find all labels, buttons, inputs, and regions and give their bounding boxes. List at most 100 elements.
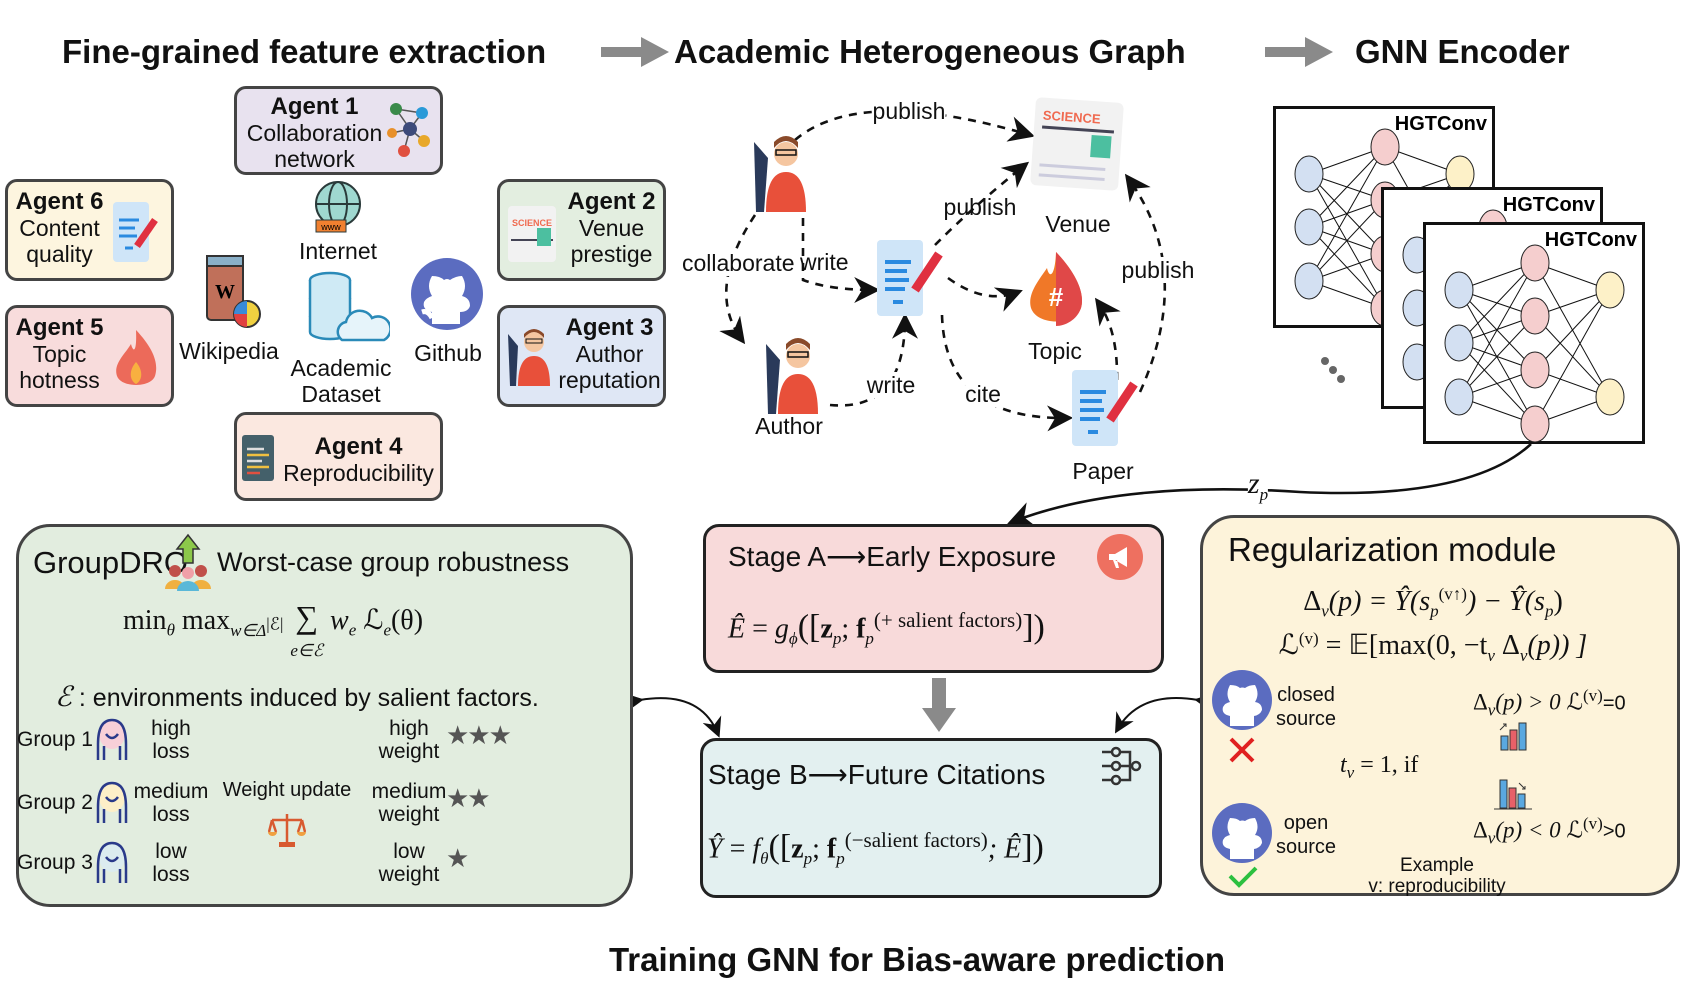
weight-line1: high (389, 717, 429, 740)
loss-line1: medium (133, 780, 209, 803)
loss-line2: loss (152, 863, 190, 886)
hidden-node (1520, 351, 1550, 389)
output-node (1595, 271, 1625, 309)
groupdro-subtitle: Worst-case group robustness (217, 547, 570, 577)
tv-sub: v (1346, 762, 1355, 782)
agent-desc: Venue (578, 215, 645, 241)
f-delta: Δ (1303, 585, 1322, 617)
f-tail: ; Ê (987, 833, 1022, 865)
f-part: (p) = Ŷ(s (1328, 585, 1431, 617)
edge-paper-topic (947, 276, 1023, 312)
f-v: v (1487, 700, 1496, 720)
f-close: ]) (1022, 608, 1045, 646)
arrow-glyph: ⟶ (807, 759, 848, 790)
topic-label: Topic (1028, 338, 1082, 364)
edge-author-author (719, 214, 757, 345)
edge-paper2-venue (1124, 173, 1167, 393)
f-p: p (832, 628, 842, 648)
agent-desc: quality (26, 241, 93, 267)
internet-globe-icon: www (315, 181, 361, 233)
agent-name: Agent 4 (314, 433, 403, 460)
dataset-label-line1: Academic (290, 355, 392, 381)
weight-stars: ★★★ (446, 720, 512, 750)
edge-label-publish: publish (1121, 257, 1195, 283)
weight-line1: medium (371, 780, 447, 803)
closed-line2: source (1276, 708, 1337, 730)
input-node (1444, 324, 1474, 362)
input-node (1294, 262, 1324, 300)
f-f: f (826, 833, 837, 865)
f-sup: (v) (1583, 686, 1603, 705)
more-layers-dots (1321, 357, 1345, 383)
f-fn: f (752, 833, 761, 865)
weight-stars: ★★ (446, 783, 491, 813)
output-node (1595, 378, 1625, 416)
person-group-icon (96, 718, 128, 760)
science-journal-icon: SCIENCE (508, 206, 556, 262)
hidden-node (1520, 405, 1550, 443)
f-result: >0 (1602, 820, 1626, 843)
f-sup: (v) (1298, 628, 1319, 648)
stage-target: Early Exposure (866, 541, 1057, 572)
f-v: v (1519, 645, 1528, 665)
tv-rest: = 1, if (1354, 752, 1419, 778)
env-symbol: ℰ (55, 682, 72, 713)
env-text: : environments induced by salient factor… (71, 684, 539, 712)
group-label: Group 2 (17, 791, 93, 814)
internet-label: Internet (299, 238, 377, 264)
stage-label: Stage A (728, 541, 827, 572)
stage-b-title: Stage B⟶Future Citations (708, 758, 1045, 791)
edge-label-write: write (866, 372, 916, 398)
f-z: z (820, 613, 833, 645)
regularization-title: Regularization module (1228, 531, 1557, 568)
edge-label-cite: cite (965, 381, 1001, 407)
document-edit-icon (113, 202, 158, 262)
f-envcount: |ℰ| (266, 613, 284, 633)
zp-symbol: z (1247, 467, 1260, 500)
science-label: SCIENCE (1042, 107, 1102, 127)
agent-desc: hotness (19, 367, 100, 393)
weight-stars: ★ (446, 843, 469, 873)
f-part: = 𝔼[max(0, −t (1318, 630, 1488, 662)
arrow-glyph: ⟶ (826, 541, 867, 572)
edge-label-publish: publish (872, 98, 946, 124)
agent-name: Agent 3 (565, 314, 654, 341)
github-label: Github (414, 340, 482, 366)
f-sup: (v) (1583, 814, 1603, 833)
f-simplex: w∈Δ (230, 620, 267, 640)
f-v: v (1487, 645, 1495, 665)
tv-condition: tv = 1, if (1340, 752, 1418, 783)
stage-label: Stage B (708, 759, 808, 790)
agent-name: Agent 6 (15, 188, 104, 215)
agent-desc: prestige (570, 241, 653, 267)
person-group-icon (96, 841, 128, 883)
regularization-panel (1200, 515, 1680, 896)
science-label: SCIENCE (511, 218, 552, 228)
group-label: Group 3 (17, 851, 93, 874)
f-v: v (1321, 601, 1329, 621)
megaphone-icon (1097, 534, 1143, 580)
paper-node-icon (877, 240, 943, 316)
f-loss: ℒ (1566, 817, 1584, 843)
github-closed-icon (1212, 670, 1272, 730)
hgtconv-label: HGTConv (1395, 113, 1488, 135)
stage-a-formula: Ê = gϕ([zp; fp(+ salient factors)]) (728, 608, 1045, 649)
hidden-node (1520, 297, 1550, 335)
header-training: Training GNN for Bias-aware prediction (608, 941, 1226, 978)
f-e: e (348, 620, 357, 640)
stage-a-title: Stage A⟶Early Exposure (728, 540, 1056, 573)
flow-arrow-2 (1265, 37, 1333, 67)
agent-desc: Collaboration (246, 120, 383, 146)
zp-sub: p (1259, 485, 1269, 504)
loss-formula: ℒ(v) = 𝔼[max(0, −tv Δv(p)) ] (1279, 628, 1588, 666)
weight-line1: low (393, 840, 425, 863)
f-open: ([ (768, 828, 792, 866)
